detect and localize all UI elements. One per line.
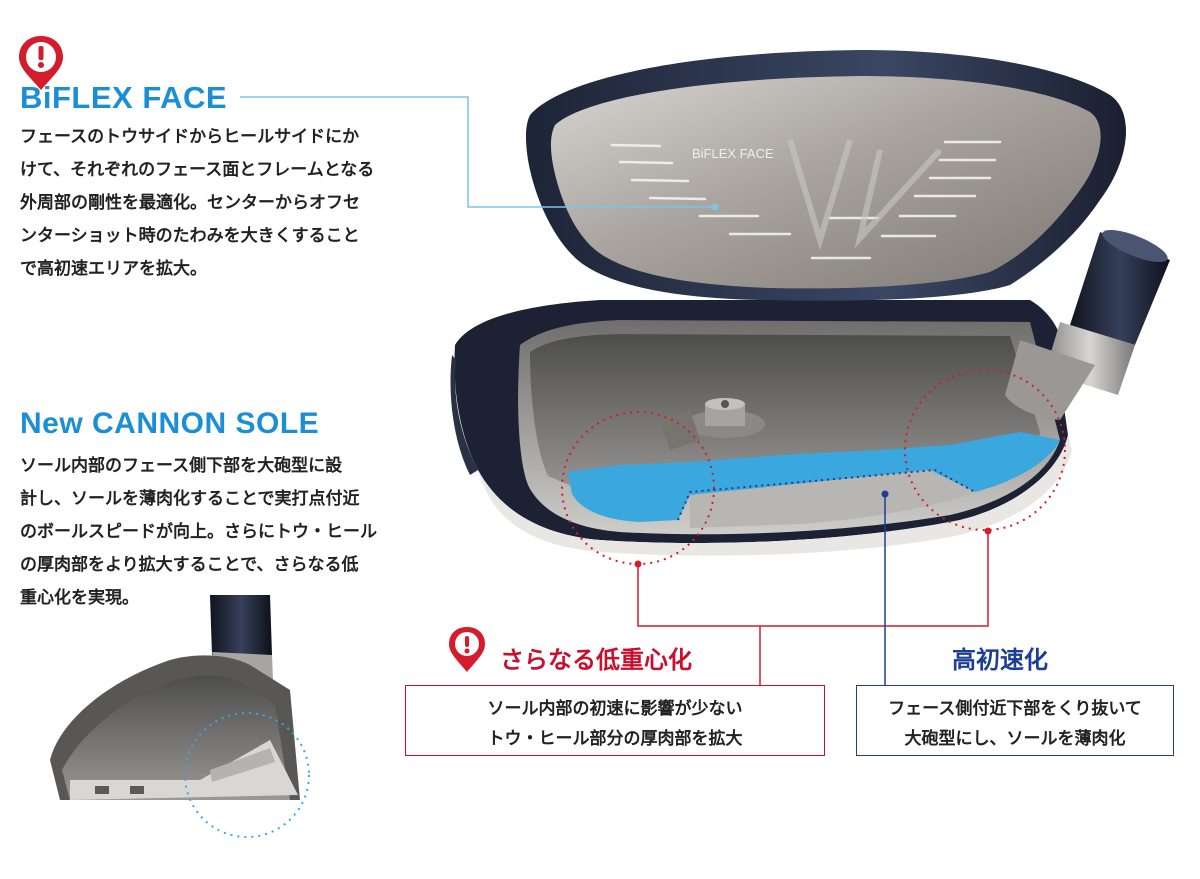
speed-leader-line: [881, 490, 889, 685]
biflex-leader-line: [240, 96, 719, 211]
cannon-sole-description: ソール内部のフェース側下部を大砲型に設 計し、ソールを薄肉化することで実打点付近…: [20, 456, 377, 608]
heel-thick-area-marker: [904, 369, 1066, 531]
low-cg-leader-lines: [634, 527, 992, 685]
speed-title: 高初速化: [952, 646, 1048, 674]
speed-description-box: フェース側付近下部をくり抜いて 大砲型にし、ソールを薄肉化: [856, 685, 1174, 756]
biflex-face-title: BiFLEX FACE: [20, 80, 228, 115]
alert-pin-icon: [449, 627, 485, 672]
small-cannon-sole-illustration: [50, 595, 310, 838]
face-engraving: BiFLEX FACE: [692, 146, 774, 161]
low-cg-description-box: ソール内部の初速に影響が少ない トウ・ヒール部分の厚肉部を拡大: [405, 685, 825, 756]
face-plate: BiFLEX FACE: [525, 50, 1127, 301]
sole-cutaway: [450, 300, 1072, 556]
low-cg-title: さらなる低重心化: [500, 646, 692, 674]
hosel: [1005, 229, 1170, 420]
cannon-sole-title: New CANNON SOLE: [20, 407, 320, 440]
biflex-face-description: フェースのトウサイドからヒールサイドにか けて、それぞれのフェース面とフレームと…: [20, 127, 375, 279]
